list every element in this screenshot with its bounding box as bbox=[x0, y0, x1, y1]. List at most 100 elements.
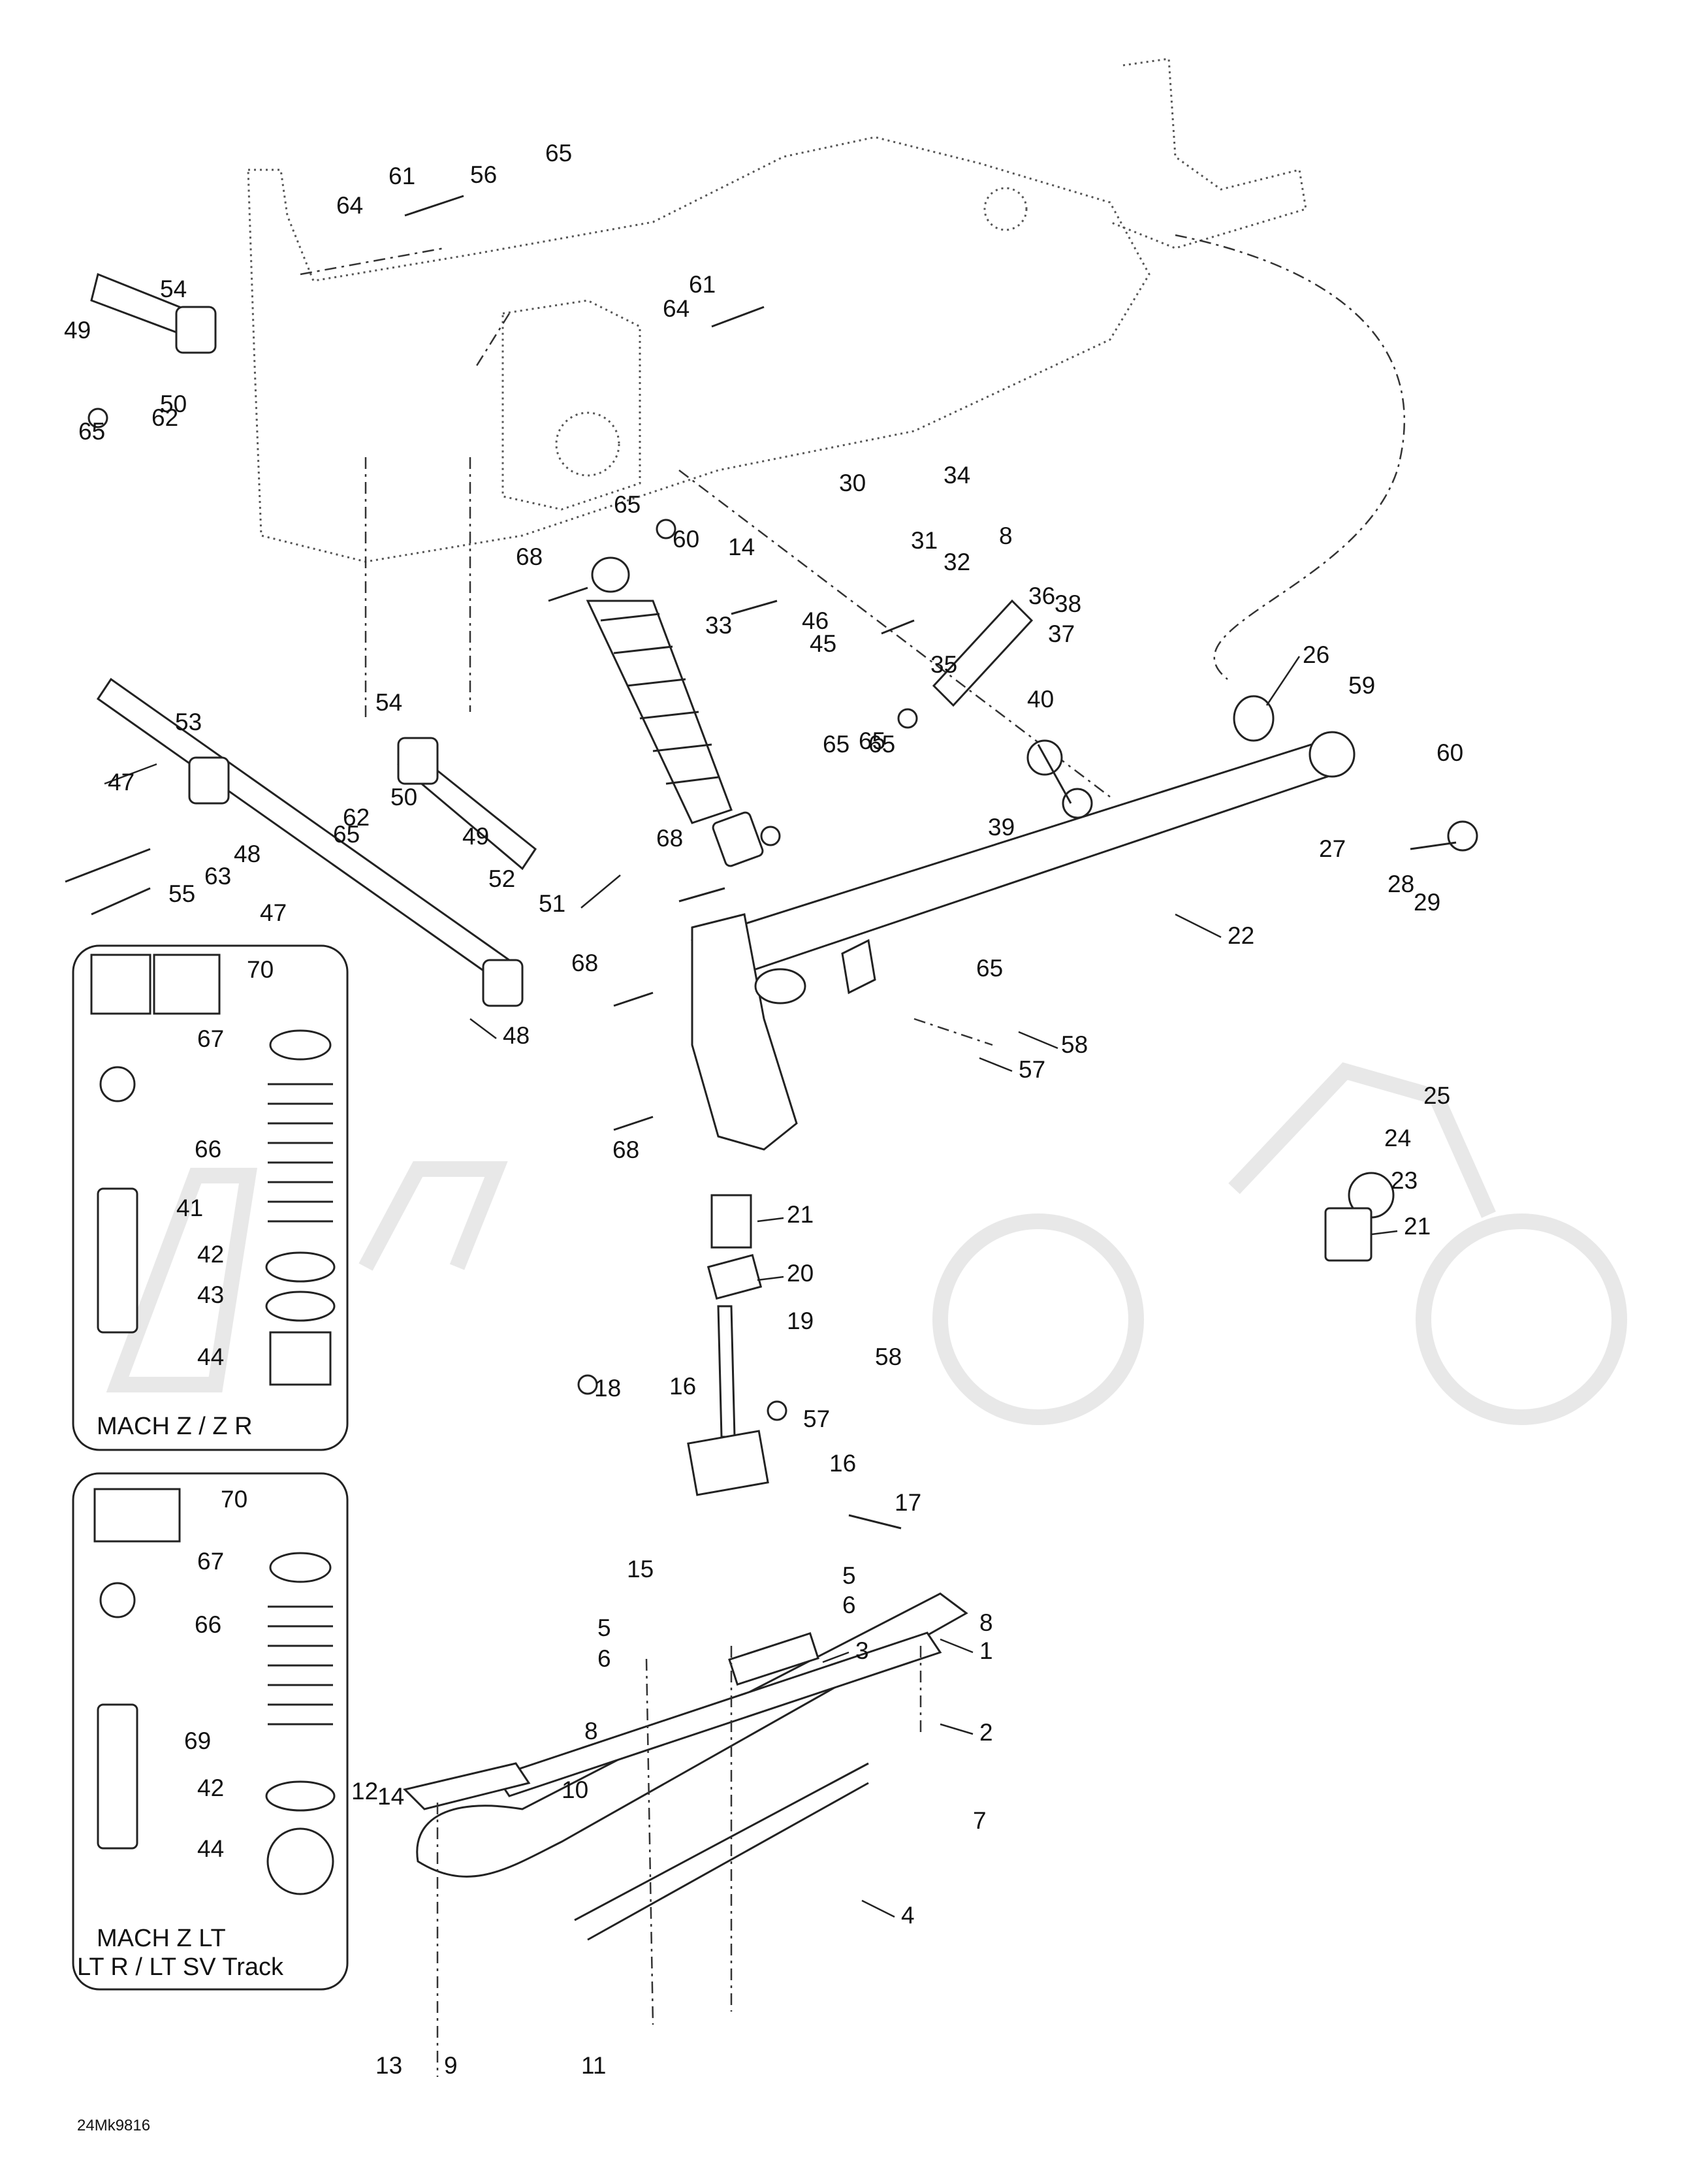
leader-line bbox=[979, 1057, 1013, 1072]
leader-lines bbox=[104, 656, 1398, 1918]
inset-2-callout-66: 66 bbox=[195, 1611, 221, 1638]
inset-1-callout-70: 70 bbox=[247, 956, 274, 983]
callout-33: 33 bbox=[705, 612, 732, 639]
callout-65: 65 bbox=[823, 731, 849, 758]
callout-30: 30 bbox=[839, 470, 866, 496]
leader-line bbox=[861, 1899, 895, 1918]
reference-code: 24Mk9816 bbox=[77, 2117, 150, 2134]
callout-56: 56 bbox=[470, 161, 497, 188]
callout-20: 20 bbox=[787, 1260, 814, 1287]
callout-14: 14 bbox=[377, 1783, 404, 1810]
callout-27: 27 bbox=[1319, 835, 1346, 862]
watermark-graphic bbox=[106, 1062, 1627, 1425]
inset-2-callout-42: 42 bbox=[197, 1774, 224, 1801]
callout-68: 68 bbox=[571, 950, 598, 976]
leader-line bbox=[104, 763, 157, 785]
callout-59: 59 bbox=[1348, 672, 1375, 699]
callout-37: 37 bbox=[1048, 620, 1075, 647]
callout-18: 18 bbox=[594, 1375, 621, 1402]
callout-65: 65 bbox=[78, 418, 105, 445]
inset-2-callout-67: 67 bbox=[197, 1548, 224, 1575]
callout-16: 16 bbox=[829, 1450, 856, 1477]
callout-57: 57 bbox=[803, 1405, 830, 1432]
callout-10: 10 bbox=[562, 1776, 588, 1803]
callout-19: 19 bbox=[787, 1308, 814, 1334]
callout-50: 50 bbox=[390, 784, 417, 811]
callout-22: 22 bbox=[1228, 922, 1254, 949]
callout-47: 47 bbox=[260, 899, 287, 926]
callout-29: 29 bbox=[1414, 889, 1440, 916]
inset-1-callout-42: 42 bbox=[197, 1241, 224, 1268]
callout-64: 64 bbox=[336, 192, 363, 219]
sway-bar-link bbox=[932, 599, 1093, 819]
callout-26: 26 bbox=[1303, 641, 1329, 668]
callout-8: 8 bbox=[979, 1609, 993, 1636]
callout-38: 38 bbox=[1055, 590, 1081, 617]
callout-45: 45 bbox=[810, 630, 836, 657]
callout-2: 2 bbox=[979, 1719, 993, 1746]
callout-65: 65 bbox=[333, 821, 360, 848]
callout-62: 62 bbox=[151, 404, 178, 431]
ski-assembly bbox=[403, 1592, 968, 2077]
callout-11: 11 bbox=[581, 2052, 606, 2079]
callout-49: 49 bbox=[462, 823, 489, 850]
callout-47: 47 bbox=[108, 769, 135, 795]
callout-63: 63 bbox=[204, 863, 231, 890]
callout-60: 60 bbox=[1436, 739, 1463, 766]
callout-46: 46 bbox=[802, 607, 829, 634]
callout-64: 64 bbox=[663, 295, 690, 322]
inset-1-callout-43: 43 bbox=[197, 1281, 224, 1308]
callout-28: 28 bbox=[1388, 871, 1414, 897]
callout-68: 68 bbox=[612, 1136, 639, 1163]
callout-15: 15 bbox=[627, 1556, 654, 1582]
shock-absorber bbox=[586, 556, 764, 867]
callout-54: 54 bbox=[160, 276, 187, 302]
callout-68: 68 bbox=[656, 825, 683, 852]
callout-58: 58 bbox=[1061, 1031, 1088, 1058]
inset-2-title-line-2: LT R / LT SV Track bbox=[77, 1953, 284, 1981]
inset-2-callout-69: 69 bbox=[184, 1727, 211, 1754]
callout-49: 49 bbox=[64, 317, 91, 344]
callout-8: 8 bbox=[999, 522, 1013, 549]
callout-21: 21 bbox=[1404, 1213, 1431, 1240]
callout-6: 6 bbox=[597, 1645, 611, 1672]
callout-65: 65 bbox=[976, 955, 1003, 982]
callout-21: 21 bbox=[787, 1201, 814, 1228]
callout-51: 51 bbox=[539, 890, 565, 917]
leader-line bbox=[822, 1651, 849, 1663]
inset-1-title: MACH Z / Z R bbox=[97, 1413, 253, 1440]
leader-line bbox=[757, 1276, 784, 1281]
callout-9: 9 bbox=[444, 2052, 458, 2079]
callout-1: 1 bbox=[979, 1637, 993, 1664]
callout-16: 16 bbox=[669, 1373, 696, 1400]
callout-3: 3 bbox=[855, 1637, 869, 1664]
callout-52: 52 bbox=[488, 865, 515, 892]
callout-57: 57 bbox=[1019, 1056, 1045, 1083]
callout-65: 65 bbox=[859, 728, 885, 754]
inset-2-callout-44: 44 bbox=[197, 1835, 224, 1862]
callout-62: 62 bbox=[343, 804, 370, 831]
callout-40: 40 bbox=[1027, 686, 1054, 713]
inset-1-callout-67: 67 bbox=[197, 1025, 224, 1052]
callout-34: 34 bbox=[944, 462, 970, 489]
leader-line bbox=[757, 1217, 784, 1223]
callout-60: 60 bbox=[673, 526, 699, 553]
callout-labels: 1234556678889101112131414151616171819202… bbox=[64, 140, 1463, 2079]
callout-36: 36 bbox=[1028, 583, 1055, 609]
inset-2-callouts: 70 67 66 69 42 44 bbox=[184, 1486, 247, 1862]
inset-2-callout-70: 70 bbox=[221, 1486, 247, 1513]
callout-61: 61 bbox=[389, 163, 415, 189]
callout-25: 25 bbox=[1423, 1082, 1450, 1109]
callout-65: 65 bbox=[614, 491, 641, 518]
inset-2-title-line-1: MACH Z LT bbox=[97, 1925, 226, 1952]
callout-53: 53 bbox=[175, 709, 202, 735]
inset-box-1 bbox=[72, 944, 349, 1451]
spindle-knuckle bbox=[687, 913, 806, 1496]
callout-39: 39 bbox=[988, 814, 1015, 841]
callout-24: 24 bbox=[1384, 1125, 1411, 1151]
callout-7: 7 bbox=[973, 1807, 987, 1834]
callout-48: 48 bbox=[234, 841, 261, 867]
callout-5: 5 bbox=[597, 1614, 611, 1641]
